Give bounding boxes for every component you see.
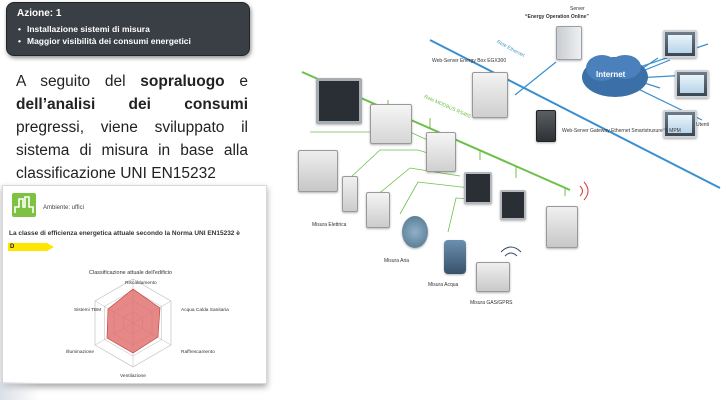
- radar-label-lighting: Illuminazione: [66, 350, 94, 355]
- user-screen-icon: [663, 110, 697, 138]
- environment-label: Ambiente: uffici: [43, 205, 84, 211]
- internet-cloud-icon: [582, 55, 648, 97]
- server-label: Server: [570, 6, 585, 12]
- intro-text: pregressi, viene sviluppato il sistema d…: [16, 119, 248, 182]
- building-icon: [12, 193, 36, 217]
- efficiency-class-badge: D: [8, 243, 54, 251]
- din-meter-device: [366, 192, 390, 228]
- action-item: Maggior visibilità dei consumi energetic…: [18, 35, 239, 47]
- metering-network-diagram: Server “Energy Operation Online” Interne…: [280, 0, 726, 400]
- radar-label-tbm: Sistemi TBM: [74, 308, 102, 313]
- radar-title: Classificazione attuale dell'edificio: [89, 270, 172, 276]
- energy-meter-device: [298, 150, 338, 192]
- gateway-label: Web-Server Gateway Ethernet Smartstruxur…: [562, 128, 681, 134]
- energy-box-device: [472, 72, 508, 118]
- intro-paragraph: A seguito del sopraluogo e dell’analisi …: [16, 70, 248, 185]
- users-label: Utenti: [696, 122, 710, 128]
- intro-text: A seguito del: [16, 73, 141, 90]
- intro-bold-survey: sopraluogo: [140, 73, 225, 90]
- user-screen-icon: [663, 30, 697, 58]
- server-name: “Energy Operation Online”: [525, 14, 589, 20]
- modbus-module-device: [370, 104, 412, 144]
- panel-meter-device: [500, 190, 526, 220]
- electric-measure-label: Misura Elettrica: [312, 222, 347, 228]
- internet-label: Internet: [596, 70, 626, 79]
- efficiency-question: La classe di efficienza energetica attua…: [9, 230, 240, 237]
- air-meter-device: [402, 216, 428, 248]
- air-measure-label: Misura Aria: [384, 258, 410, 264]
- intro-bold-analysis: dell’analisi dei consumi: [16, 96, 248, 113]
- water-measure-label: Misura Acqua: [428, 282, 459, 288]
- radar-label-cooling: Raffrescamento: [181, 350, 215, 355]
- radar-label-ventilation: Ventilazione: [120, 374, 146, 379]
- water-meter-device: [444, 240, 466, 274]
- panel-meter-device: [464, 172, 492, 204]
- action-title: Azione: 1: [17, 8, 62, 19]
- din-meter-device: [426, 132, 456, 172]
- gas-meter-device: [476, 262, 510, 292]
- user-screen-icon: [675, 70, 709, 98]
- action-box: Azione: 1 Installazione sistemi di misur…: [6, 2, 250, 56]
- radar-chart: [94, 278, 172, 368]
- ethernet-line: [429, 39, 721, 189]
- radar-area: [106, 288, 161, 354]
- action-list: Installazione sistemi di misura Maggior …: [17, 23, 239, 47]
- radar-label-hot-water: Acqua Calda Sanitaria: [181, 308, 229, 313]
- power-meter-device: [316, 78, 362, 124]
- wireless-meter-device: [546, 206, 578, 248]
- breaker-meter-device: [342, 176, 358, 212]
- energy-box-label: Web-Server Energy Box EGX300: [432, 58, 507, 64]
- watermark-graphic: [0, 382, 40, 400]
- gas-measure-label: Misura GAS/GPRS: [470, 300, 513, 306]
- server-icon: [556, 26, 582, 60]
- report-card: Ambiente: uffici La classe di efficienza…: [2, 185, 267, 384]
- action-item: Installazione sistemi di misura: [18, 23, 239, 35]
- radar-label-heating: Riscaldamento: [125, 281, 157, 286]
- gateway-device: [536, 110, 556, 142]
- intro-text: e: [224, 73, 248, 90]
